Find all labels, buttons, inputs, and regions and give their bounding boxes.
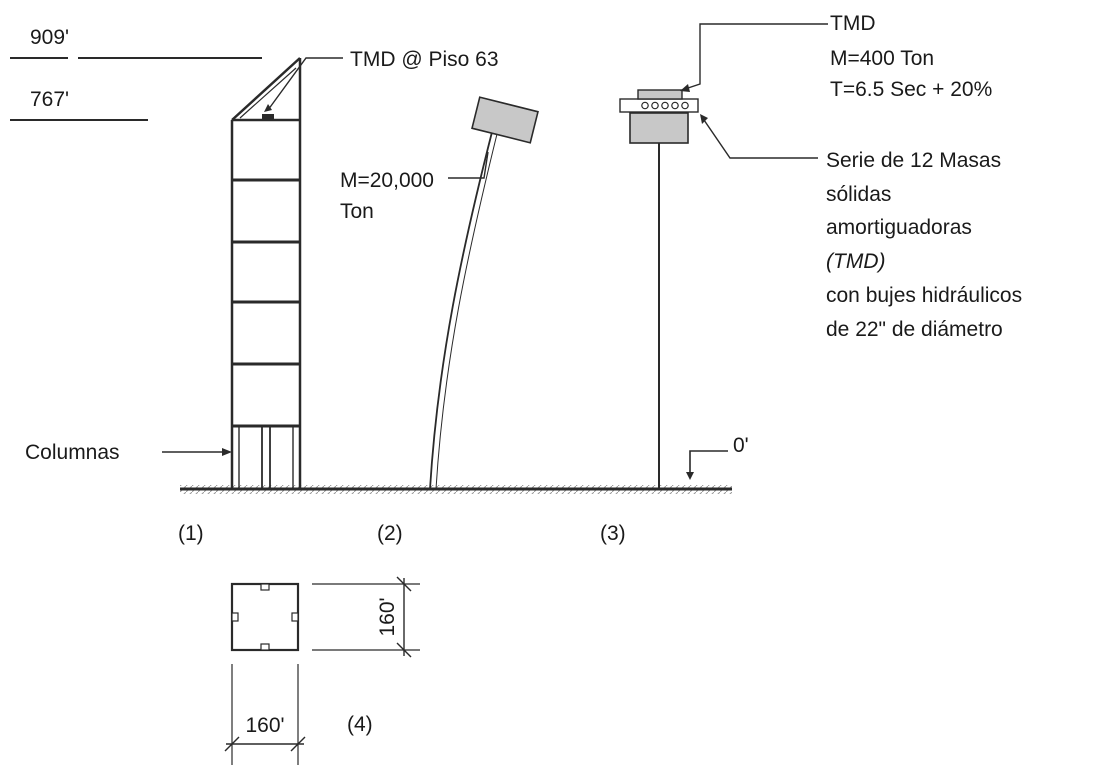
damper-model (619, 89, 699, 489)
sway-mass-line1: M=20,000 (340, 169, 434, 192)
plan-depth-label: 160' (376, 597, 399, 636)
damper-tmd-callout: TMD M=400 Ton T=6.5 Sec + 20% (680, 12, 992, 101)
level-0-arrow (686, 472, 694, 480)
arrow-icon (700, 114, 708, 124)
damper-desc-line4: (TMD) (826, 250, 885, 273)
sway-model (429, 96, 539, 490)
tower-tmd-callout: TMD @ Piso 63 (264, 48, 499, 112)
plan-width-label: 160' (245, 714, 284, 737)
panel-label-2: (2) (377, 522, 403, 545)
plan-square (230, 582, 300, 652)
level-0-leader (689, 450, 728, 472)
sway-mass-line2: Ton (340, 200, 374, 223)
panel-labels: (1) (2) (3) (4) (178, 522, 626, 736)
damper-mass (629, 112, 689, 144)
damper-desc-line2: sólidas (826, 183, 891, 206)
columns-callout: Columnas (25, 441, 232, 464)
columns-label: Columnas (25, 441, 120, 464)
sway-mass (471, 96, 539, 144)
damper-title: TMD (830, 12, 876, 35)
damper-desc-callout: Serie de 12 Masas sólidas amortiguadoras… (700, 114, 1022, 341)
damper-bearings (619, 98, 699, 113)
arrow-icon (264, 104, 272, 112)
level-0-label: 0' (733, 434, 749, 457)
damper-top-plate (637, 89, 683, 100)
tower-tmd-block (262, 114, 274, 120)
damper-desc-line6: de 22" de diámetro (826, 318, 1003, 341)
damper-desc-line3: amortiguadoras (826, 216, 972, 239)
level-909-label: 909' (30, 26, 69, 49)
damper-desc-line5: con bujes hidráulicos (826, 284, 1022, 307)
arrow-icon (222, 448, 232, 456)
plan-view: 160' 160' (224, 576, 420, 765)
panel-label-1: (1) (178, 522, 204, 545)
plan-column-right (291, 612, 299, 622)
damper-desc-line1: Serie de 12 Masas (826, 149, 1001, 172)
arrow-icon (680, 84, 690, 92)
plan-column-top (260, 583, 270, 591)
tower-elevation (230, 57, 302, 489)
sway-mass-callout: M=20,000 Ton (340, 151, 489, 223)
damper-period-label: T=6.5 Sec + 20% (830, 78, 992, 101)
panel-label-3: (3) (600, 522, 626, 545)
level-767-label: 767' (30, 88, 69, 111)
level-markers: 909' 767' (10, 26, 262, 121)
damper-mass-label: M=400 Ton (830, 47, 934, 70)
panel-label-4: (4) (347, 713, 373, 736)
plan-column-bottom (260, 643, 270, 651)
plan-column-left (231, 612, 239, 622)
tower-tmd-label: TMD @ Piso 63 (350, 48, 499, 71)
ground: 0' (180, 434, 749, 494)
